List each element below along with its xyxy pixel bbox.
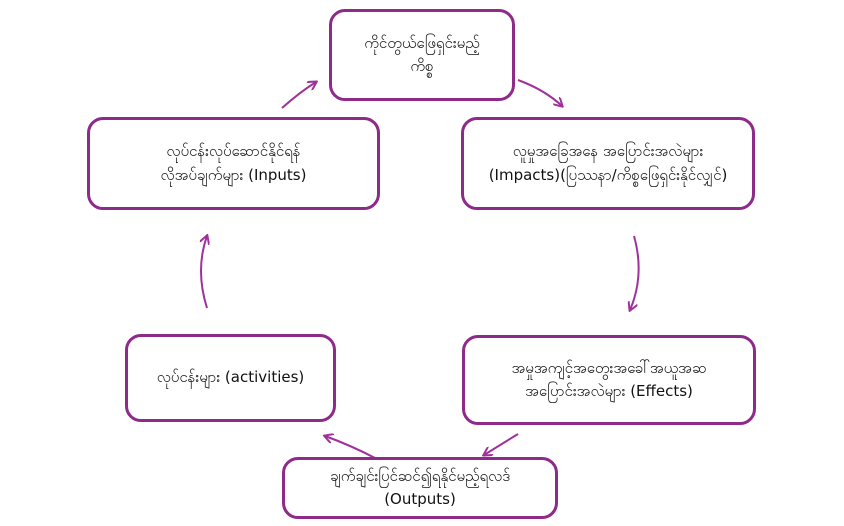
node-outputs-line2: (Outputs) <box>384 490 456 508</box>
arrow-outputs-to-activities <box>325 436 376 459</box>
node-impacts-line1: လူမှုအခြေအနေ အပြောင်းအလဲများ <box>512 142 704 161</box>
node-outputs: ချက်ချင်းပြင်ဆင်၍ရနိုင်မည့်ရလဒ် (Outputs… <box>282 457 558 519</box>
node-activities: လုပ်ငန်းများ (activities) <box>125 334 336 422</box>
node-impacts: လူမှုအခြေအနေ အပြောင်းအလဲများ (Impacts)(ပ… <box>461 117 755 210</box>
node-effects-line1: အမှုအကျင့်အတွေးအခေါ်အယူအဆ <box>511 358 707 377</box>
node-effects-line2: အပြောင်းအလဲများ (Effects) <box>525 382 693 400</box>
node-issue-line2: ကိစ္စ <box>410 57 434 75</box>
node-impacts-line2: (Impacts)(ပြဿနာ/ကိစ္စဖြေရှင်းနိုင်လျှင်) <box>488 165 728 184</box>
node-issue-line1: ကိုင်တွယ်ဖြေရှင်းမည့် <box>364 33 480 52</box>
node-outputs-line1: ချက်ချင်းပြင်ဆင်၍ရနိုင်မည့်ရလဒ် <box>329 466 511 485</box>
node-activities-line1: လုပ်ငန်းများ (activities) <box>156 368 305 387</box>
node-effects: အမှုအကျင့်အတွေးအခေါ်အယူအဆ အပြောင်းအလဲမျာ… <box>462 335 756 425</box>
arrow-activities-to-inputs <box>201 236 207 309</box>
node-issue: ကိုင်တွယ်ဖြေရှင်းမည့် ကိစ္စ <box>329 9 515 101</box>
arrow-inputs-to-issue <box>281 82 316 109</box>
node-inputs-line2: လိုအပ်ချက်များ (Inputs) <box>160 165 307 184</box>
arrow-issue-to-impacts <box>517 79 562 106</box>
node-inputs-line1: လုပ်ငန်းလုပ်ဆောင်နိုင်ရန် <box>166 142 301 161</box>
arrow-effects-to-outputs <box>484 433 519 455</box>
arrow-impacts-to-effects <box>630 235 640 310</box>
node-inputs: လုပ်ငန်းလုပ်ဆောင်နိုင်ရန် လိုအပ်ချက်များ… <box>87 117 380 210</box>
